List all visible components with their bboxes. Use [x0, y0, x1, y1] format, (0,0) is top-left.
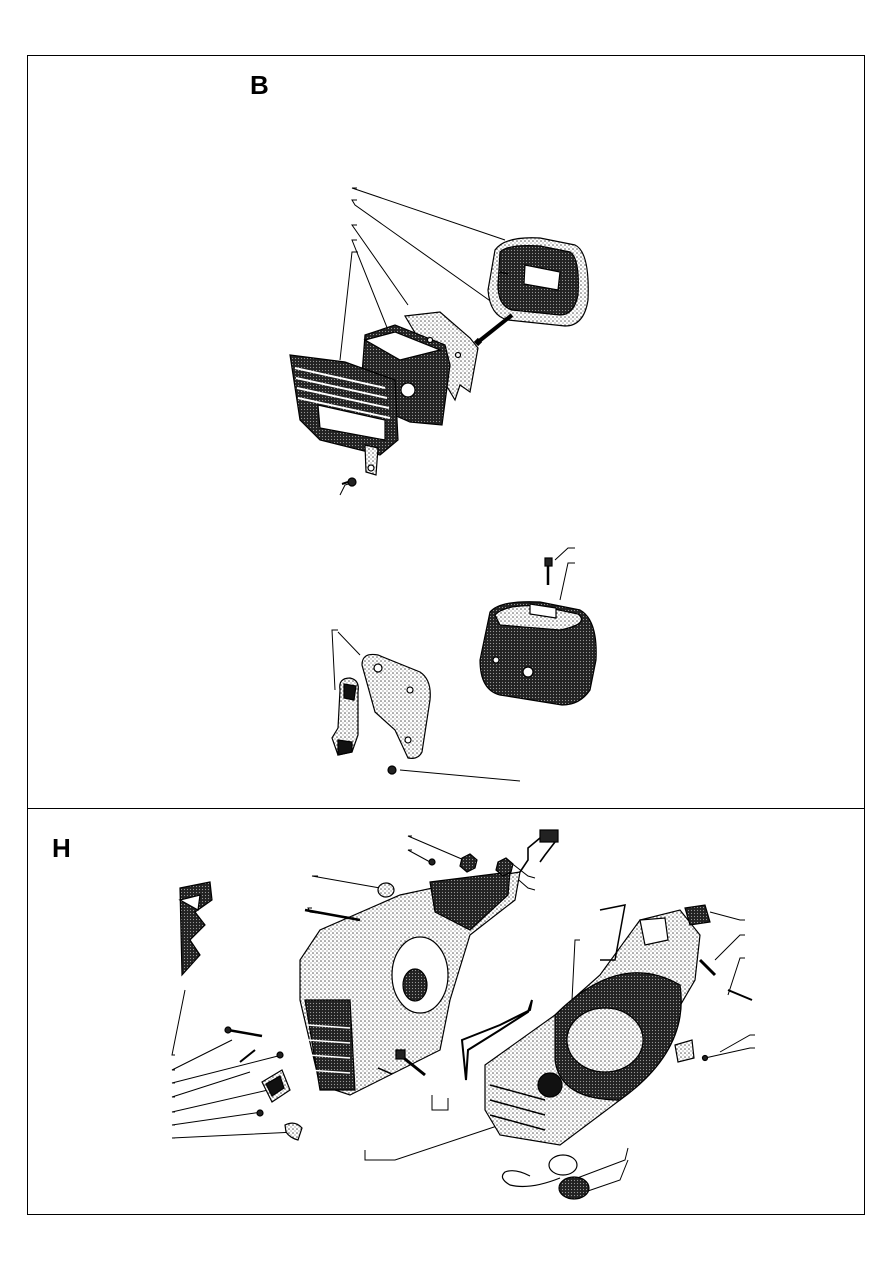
support-bracket [331, 677, 359, 756]
filter-cover [487, 237, 589, 327]
right-fittings [674, 904, 753, 1063]
long-bolt [473, 313, 514, 347]
diagram-frame [27, 55, 865, 1215]
small-screw-b2 [387, 765, 397, 775]
small-screw-b1 [341, 477, 357, 487]
chain-guard [178, 881, 213, 977]
heat-shield-plate [361, 653, 431, 759]
crankcase-right [484, 904, 701, 1146]
leader-lines-b [331, 187, 575, 782]
left-bolts [224, 908, 426, 1117]
rubber-block [261, 1069, 291, 1103]
leader-lines-h [171, 835, 755, 1193]
top-fittings [377, 853, 514, 898]
panel-b-parts [289, 187, 597, 782]
crankcase-left [299, 871, 521, 1096]
filler-cap [501, 1154, 590, 1200]
ignition-connector [519, 829, 559, 873]
panel-divider [27, 808, 865, 809]
gasket [460, 999, 533, 1081]
filter-grille [289, 354, 399, 476]
hook-clip [284, 1122, 303, 1141]
muffler [479, 601, 597, 706]
panel-h-parts [171, 829, 755, 1200]
muffler-bolt [544, 557, 553, 585]
panel-label-b: B [250, 70, 269, 100]
panel-label-h: H [52, 833, 71, 863]
